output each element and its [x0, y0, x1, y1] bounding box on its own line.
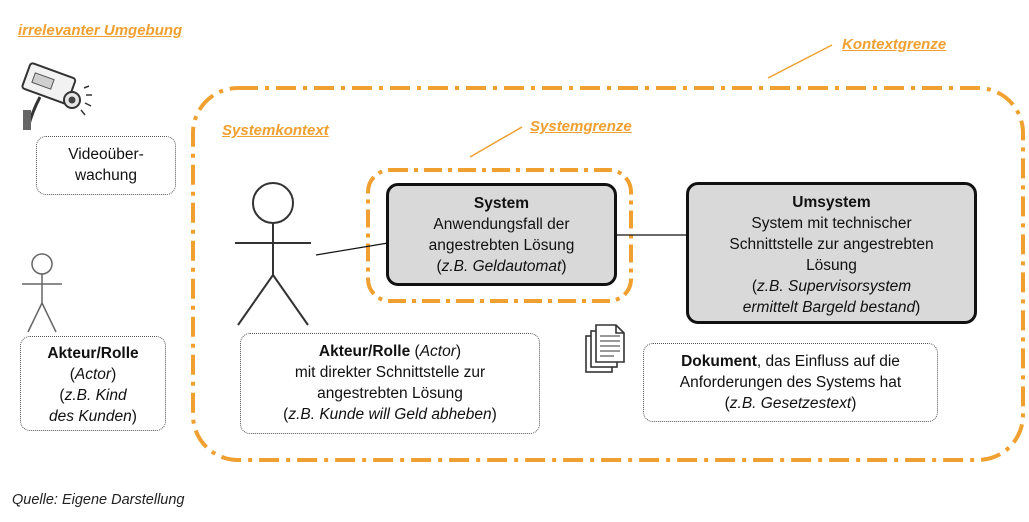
document-line1-rest: , das Einfluss auf die	[756, 353, 900, 370]
main-actor-line3: angestrebten Lösung	[317, 385, 463, 402]
main-actor-role: Actor	[419, 343, 456, 360]
system-line1: Anwendungsfall der	[433, 216, 570, 233]
document-line2: Anforderungen des Systems hat	[679, 374, 902, 391]
video-camera-icon	[21, 62, 92, 130]
video-line2: wachung	[74, 167, 138, 184]
document-example: z.B. Gesetzestext	[729, 395, 852, 412]
systemgrenze-pointer	[469, 126, 523, 158]
main-actor-example: z.B. Kunde will Geld abheben	[288, 406, 492, 423]
document-title: Dokument	[681, 353, 757, 370]
umsystem-line2: Schnittstelle zur angestrebten	[729, 236, 934, 253]
main-actor-box: Akteur/Rolle (Actor) mit direkter Schnit…	[240, 333, 540, 434]
umsystem-box: Umsystem System mit technischer Schnitts…	[686, 182, 977, 324]
document-line1: Dokument, das Einfluss auf die	[644, 351, 937, 372]
irrelevant-actor-icon	[22, 253, 62, 333]
irrelevant-actor-box: Akteur/Rolle (Actor) (z.B. Kind des Kund…	[20, 336, 166, 431]
actor-system-connector	[315, 242, 389, 256]
irrelevant-actor-example2-line: des Kunden)	[49, 408, 137, 425]
irrelevant-actor-role-line: (Actor)	[69, 366, 117, 383]
umsystem-line3: Lösung	[806, 257, 857, 274]
document-example-line: (z.B. Gesetzestext)	[724, 395, 857, 412]
document-box: Dokument, das Einfluss auf die Anforderu…	[643, 343, 938, 422]
umsystem-line1: System mit technischer	[751, 215, 912, 232]
system-example: z.B. Geldautomat	[441, 258, 562, 275]
context-boundary	[191, 86, 1025, 462]
main-actor-example-line: (z.B. Kunde will Geld abheben)	[283, 406, 497, 423]
kontextgrenze-label: Kontextgrenze	[842, 36, 947, 53]
system-example-line: (z.B. Geldautomat)	[436, 258, 567, 275]
main-actor-line2: mit direkter Schnittstelle zur	[294, 364, 486, 381]
irrelevant-environment-label: irrelevanter Umgebung	[18, 22, 183, 39]
video-surveillance-box: Videoüber- wachung	[36, 136, 176, 195]
irrelevant-actor-title: Akteur/Rolle	[47, 345, 139, 362]
irrelevant-actor-example1: z.B. Kind	[64, 387, 127, 404]
irrelevant-actor-role: Actor	[74, 366, 112, 383]
umsystem-example1-line: (z.B. Supervisorsystem	[751, 278, 912, 295]
umsystem-example2: ermittelt Bargeld bestand	[742, 299, 916, 316]
main-actor-icon	[235, 182, 311, 326]
document-icon	[585, 324, 625, 373]
system-title: System	[473, 195, 530, 212]
main-actor-title-line: Akteur/Rolle (Actor)	[318, 343, 462, 360]
systemgrenze-label: Systemgrenze	[530, 118, 632, 135]
umsystem-title: Umsystem	[792, 194, 871, 211]
irrelevant-actor-example1-line: (z.B. Kind	[59, 387, 127, 404]
main-actor-title: Akteur/Rolle	[318, 343, 411, 360]
umsystem-example2-line: ermittelt Bargeld bestand)	[742, 299, 921, 316]
irrelevant-actor-example2: des Kunden	[49, 408, 132, 425]
system-box: System Anwendungsfall der angestrebten L…	[386, 183, 617, 286]
umsystem-example1: z.B. Supervisorsystem	[756, 278, 912, 295]
system-line2: angestrebten Lösung	[428, 237, 575, 254]
source-caption: Quelle: Eigene Darstellung	[12, 492, 185, 508]
systemkontext-label: Systemkontext	[222, 122, 329, 139]
video-line1: Videoüber-	[68, 146, 144, 163]
kontextgrenze-pointer	[767, 44, 833, 79]
